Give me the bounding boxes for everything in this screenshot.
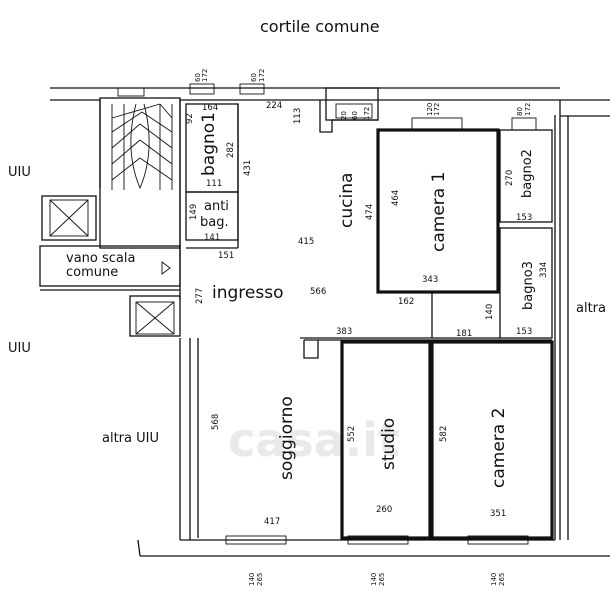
label-bagno3: bagno3	[521, 261, 536, 310]
dim-162: 162	[398, 297, 414, 307]
dim-343: 343	[422, 275, 438, 285]
dim-334: 334	[539, 262, 549, 278]
title-cortile-comune: cortile comune	[260, 17, 380, 36]
label-camera1: camera 1	[429, 172, 449, 252]
dim-383: 383	[336, 327, 352, 337]
label-comune: comune	[66, 265, 118, 280]
window-markers-bottom	[225, 535, 529, 545]
dim-464: 464	[391, 190, 401, 206]
label-bagno2: bagno2	[520, 149, 535, 198]
win-cam1-b: 120	[426, 103, 434, 116]
win-cucina-a: 172	[363, 107, 371, 120]
win-top-a: 172	[201, 69, 209, 82]
dim-111: 111	[206, 179, 222, 189]
dim-582: 582	[439, 426, 449, 442]
dim-566: 566	[310, 287, 326, 297]
stair-block	[39, 97, 181, 337]
dim-282: 282	[226, 142, 236, 158]
window-markers-top	[117, 83, 537, 131]
dim-417: 417	[264, 517, 280, 527]
dim-153-b: 153	[516, 327, 532, 337]
win-cucina-c: 60	[351, 111, 359, 120]
dim-260: 260	[376, 505, 392, 515]
dim-181: 181	[456, 329, 472, 339]
dim-277: 277	[195, 288, 205, 304]
label-vano-scala: vano scala	[66, 251, 135, 266]
label-studio: studio	[379, 418, 399, 470]
label-altra: altra	[576, 301, 606, 316]
dim-224: 224	[266, 101, 282, 111]
label-camera2: camera 2	[489, 408, 509, 488]
dim-113: 113	[293, 108, 303, 124]
win-cucina-b: 20	[340, 111, 348, 120]
bottom-rooms	[300, 337, 554, 540]
win-cam1-a: 172	[433, 103, 441, 116]
dim-141: 141	[204, 233, 220, 243]
win-bottom1-b: 140	[248, 573, 256, 586]
label-uiu-mid: UIU	[8, 341, 31, 356]
win-top-b: 60	[194, 73, 202, 82]
label-bagno1: bagno1	[199, 112, 219, 176]
dim-151: 151	[218, 251, 234, 261]
label-ingresso: ingresso	[212, 283, 283, 303]
label-anti-1: anti	[204, 199, 229, 214]
label-soggiorno: soggiorno	[277, 396, 297, 480]
dim-552: 552	[347, 426, 357, 442]
dim-92: 92	[185, 113, 195, 124]
watermark: casa.it	[228, 413, 400, 467]
dim-415: 415	[298, 237, 314, 247]
win-bagno2-b: 80	[516, 107, 524, 116]
dim-474: 474	[365, 204, 375, 220]
dim-568: 568	[211, 414, 221, 430]
win-bottom3-a: 265	[498, 573, 506, 586]
dim-431: 431	[243, 160, 253, 176]
room-labels: bagno1 anti bag. cucina camera 1 bagno2 …	[66, 112, 536, 488]
label-anti-2: bag.	[200, 215, 229, 230]
win-top-d: 60	[250, 73, 258, 82]
cucina-walls	[319, 87, 379, 133]
dim-149: 149	[189, 204, 199, 220]
win-bottom1-a: 265	[256, 573, 264, 586]
label-uiu-top: UIU	[8, 165, 31, 180]
win-bottom3-b: 140	[490, 573, 498, 586]
win-bottom2-a: 265	[378, 573, 386, 586]
dim-140: 140	[485, 304, 495, 320]
win-bottom2-b: 140	[370, 573, 378, 586]
win-top-c: 172	[258, 69, 266, 82]
dim-153-a: 153	[516, 213, 532, 223]
neighbor-labels: UIU UIU altra UIU altra	[8, 165, 606, 446]
window-dimension-labels: 172 60 172 60 172 20 60 172 120 172 80 2…	[194, 69, 532, 586]
dim-164: 164	[202, 103, 218, 113]
win-bagno2-a: 172	[524, 103, 532, 116]
label-cucina: cucina	[337, 173, 357, 228]
dim-270: 270	[505, 170, 515, 186]
bagno1-block	[185, 103, 239, 249]
dim-351: 351	[490, 509, 506, 519]
label-altra-uiu: altra UIU	[102, 431, 159, 446]
dimension-labels: 164 92 282 111 431 224 113 149 141 151 4…	[185, 101, 549, 527]
